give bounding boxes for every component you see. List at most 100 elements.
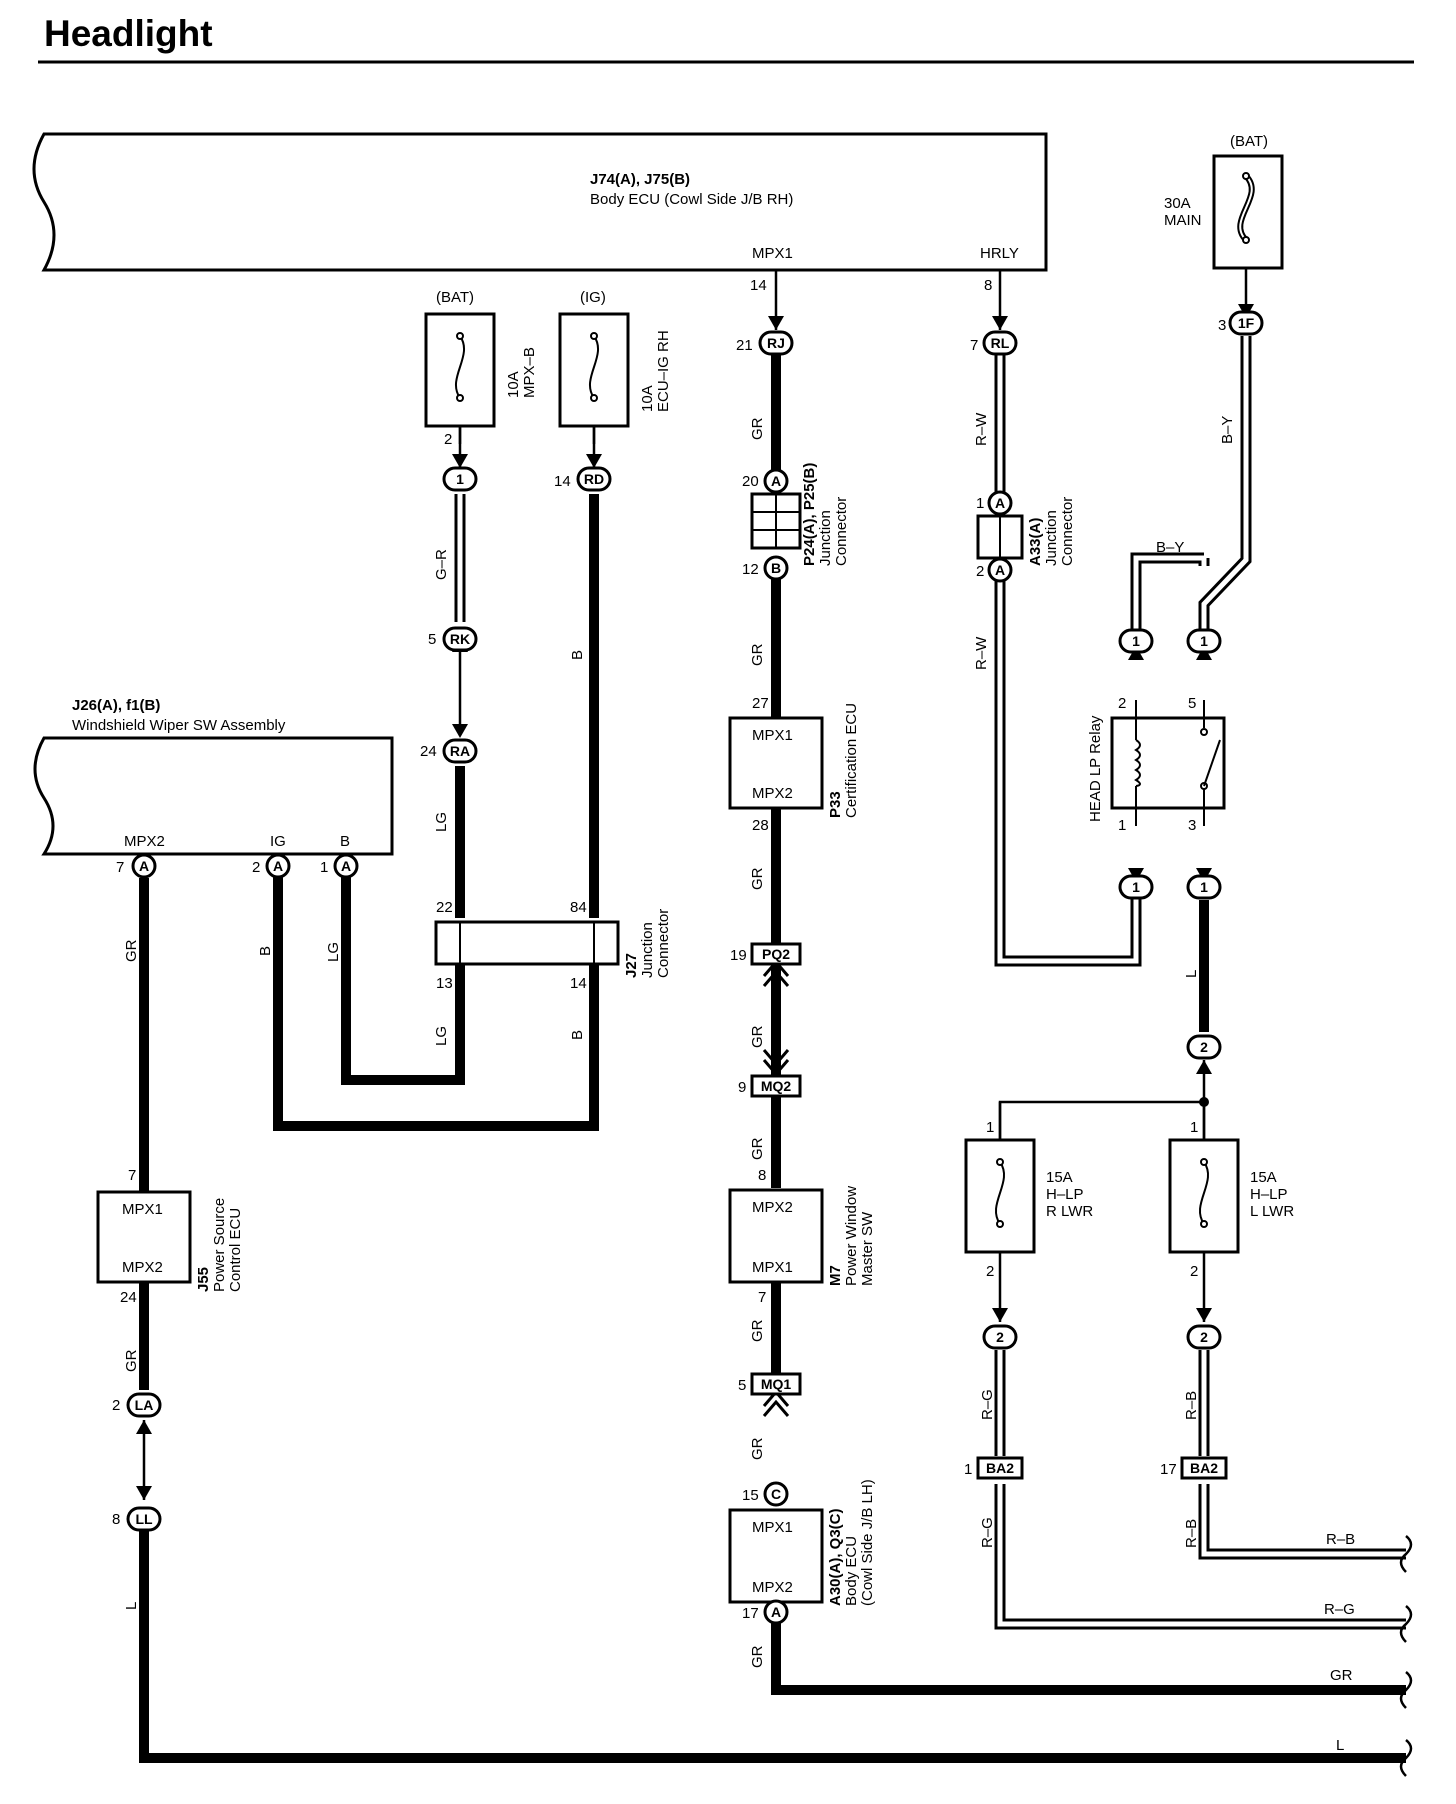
body-ecu-rh: J74(A), J75(B) Body ECU (Cowl Side J/B R… bbox=[32, 132, 1048, 272]
p33-certification-ecu: MPX1 MPX2 P33 Certification ECU bbox=[728, 703, 860, 818]
svg-text:B: B bbox=[771, 560, 781, 576]
svg-text:8: 8 bbox=[758, 1167, 766, 1184]
svg-text:A: A bbox=[995, 495, 1005, 511]
svg-text:1F: 1F bbox=[1238, 315, 1255, 331]
svg-text:MPX1: MPX1 bbox=[752, 1259, 793, 1276]
svg-text:J74(A), J75(B): J74(A), J75(B) bbox=[590, 171, 690, 188]
svg-text:1: 1 bbox=[986, 1119, 994, 1136]
svg-text:MAIN: MAIN bbox=[1164, 212, 1202, 229]
svg-text:A30(A), Q3(C): A30(A), Q3(C) bbox=[827, 1508, 844, 1606]
svg-text:Control ECU: Control ECU bbox=[227, 1208, 244, 1292]
svg-text:1: 1 bbox=[1190, 1119, 1198, 1136]
svg-text:P24(A), P25(B): P24(A), P25(B) bbox=[801, 463, 818, 566]
svg-text:RK: RK bbox=[450, 631, 470, 647]
svg-text:1: 1 bbox=[1118, 817, 1126, 834]
svg-text:27: 27 bbox=[752, 695, 769, 712]
svg-text:LG: LG bbox=[433, 1026, 450, 1046]
svg-text:14: 14 bbox=[750, 277, 767, 294]
svg-text:LL: LL bbox=[135, 1511, 153, 1527]
svg-text:A: A bbox=[995, 562, 1005, 578]
svg-text:C: C bbox=[771, 1486, 781, 1502]
svg-text:24: 24 bbox=[420, 743, 437, 760]
wires bbox=[139, 268, 1406, 1763]
wire-by-inner bbox=[1133, 336, 1249, 630]
svg-text:A: A bbox=[771, 473, 781, 489]
svg-text:R–W: R–W bbox=[973, 412, 990, 446]
svg-text:B: B bbox=[340, 833, 350, 850]
svg-text:1: 1 bbox=[1132, 879, 1140, 895]
svg-text:(Cowl Side J/B LH): (Cowl Side J/B LH) bbox=[859, 1479, 876, 1606]
svg-text:22: 22 bbox=[436, 899, 453, 916]
svg-text:GR: GR bbox=[749, 643, 766, 666]
svg-text:LA: LA bbox=[135, 1397, 154, 1413]
svg-text:1: 1 bbox=[1200, 879, 1208, 895]
svg-text:MPX1: MPX1 bbox=[122, 1201, 163, 1218]
svg-text:1: 1 bbox=[976, 495, 984, 512]
svg-text:HEAD LP Relay: HEAD LP Relay bbox=[1087, 715, 1104, 822]
svg-text:5: 5 bbox=[428, 631, 436, 648]
svg-text:(BAT): (BAT) bbox=[436, 289, 474, 306]
svg-text:J27: J27 bbox=[623, 953, 640, 978]
wire-end-marks bbox=[1399, 1535, 1413, 1777]
splice-point bbox=[1199, 1097, 1209, 1107]
svg-text:GR: GR bbox=[749, 1319, 766, 1342]
wire-rw-outer bbox=[994, 346, 1142, 967]
j55-power-source-control-ecu: MPX1 MPX2 J55 Power Source Control ECU bbox=[96, 1190, 244, 1292]
wire-rb-outer bbox=[1198, 1350, 1406, 1560]
j27-junction-connector: J27 Junction Connector bbox=[434, 909, 672, 978]
svg-text:GR: GR bbox=[749, 417, 766, 440]
svg-text:Junction: Junction bbox=[1043, 510, 1060, 566]
wire-rg-inner bbox=[997, 1350, 1406, 1627]
svg-text:15: 15 bbox=[742, 1487, 759, 1504]
svg-text:Connector: Connector bbox=[655, 909, 672, 978]
svg-text:10A: 10A bbox=[639, 385, 656, 412]
svg-text:GR: GR bbox=[749, 1025, 766, 1048]
svg-text:(IG): (IG) bbox=[580, 289, 606, 306]
wire-rb-inner bbox=[1201, 1350, 1406, 1557]
svg-text:J26(A), f1(B): J26(A), f1(B) bbox=[72, 697, 160, 714]
svg-text:3: 3 bbox=[1218, 317, 1226, 334]
svg-text:LG: LG bbox=[433, 812, 450, 832]
svg-text:9: 9 bbox=[738, 1079, 746, 1096]
svg-text:24: 24 bbox=[120, 1289, 137, 1306]
svg-text:MQ1: MQ1 bbox=[761, 1376, 792, 1392]
svg-text:Certification ECU: Certification ECU bbox=[843, 703, 860, 818]
windshield-wiper-sw: J26(A), f1(B) Windshield Wiper SW Assemb… bbox=[33, 697, 394, 856]
svg-text:R LWR: R LWR bbox=[1046, 1203, 1093, 1220]
wire-gr-main bbox=[771, 344, 1406, 1695]
svg-text:2: 2 bbox=[444, 431, 452, 448]
svg-text:GR: GR bbox=[123, 1349, 140, 1372]
svg-text:GR: GR bbox=[749, 1137, 766, 1160]
wire-rw-inner bbox=[997, 346, 1139, 964]
svg-text:BA2: BA2 bbox=[986, 1460, 1014, 1476]
svg-text:8: 8 bbox=[984, 277, 992, 294]
svg-text:MPX2: MPX2 bbox=[124, 833, 165, 850]
svg-text:Junction: Junction bbox=[817, 510, 834, 566]
page-title: Headlight bbox=[44, 13, 213, 54]
svg-text:19: 19 bbox=[730, 947, 747, 964]
svg-text:A: A bbox=[273, 858, 283, 874]
svg-text:M7: M7 bbox=[827, 1265, 844, 1286]
svg-text:R–G: R–G bbox=[979, 1517, 996, 1548]
svg-text:15A: 15A bbox=[1046, 1169, 1073, 1186]
svg-text:30A: 30A bbox=[1164, 195, 1191, 212]
svg-text:R–B: R–B bbox=[1183, 1519, 1200, 1548]
fuse-main: (BAT) 30A MAIN bbox=[1164, 133, 1284, 270]
svg-text:A: A bbox=[341, 858, 351, 874]
wire-by-outer bbox=[1130, 336, 1252, 630]
svg-text:7: 7 bbox=[116, 859, 124, 876]
svg-text:2: 2 bbox=[1118, 695, 1126, 712]
svg-text:2: 2 bbox=[996, 1329, 1004, 1345]
svg-text:H–LP: H–LP bbox=[1046, 1186, 1084, 1203]
svg-text:L: L bbox=[1183, 970, 1200, 978]
svg-text:ECU–IG RH: ECU–IG RH bbox=[655, 330, 672, 412]
svg-text:B: B bbox=[569, 650, 586, 660]
svg-text:17: 17 bbox=[1160, 1461, 1177, 1478]
svg-text:20: 20 bbox=[742, 473, 759, 490]
svg-text:1: 1 bbox=[1132, 633, 1140, 649]
svg-text:RA: RA bbox=[450, 743, 470, 759]
svg-text:Body ECU: Body ECU bbox=[843, 1536, 860, 1606]
svg-text:5: 5 bbox=[1188, 695, 1196, 712]
svg-text:A: A bbox=[139, 858, 149, 874]
